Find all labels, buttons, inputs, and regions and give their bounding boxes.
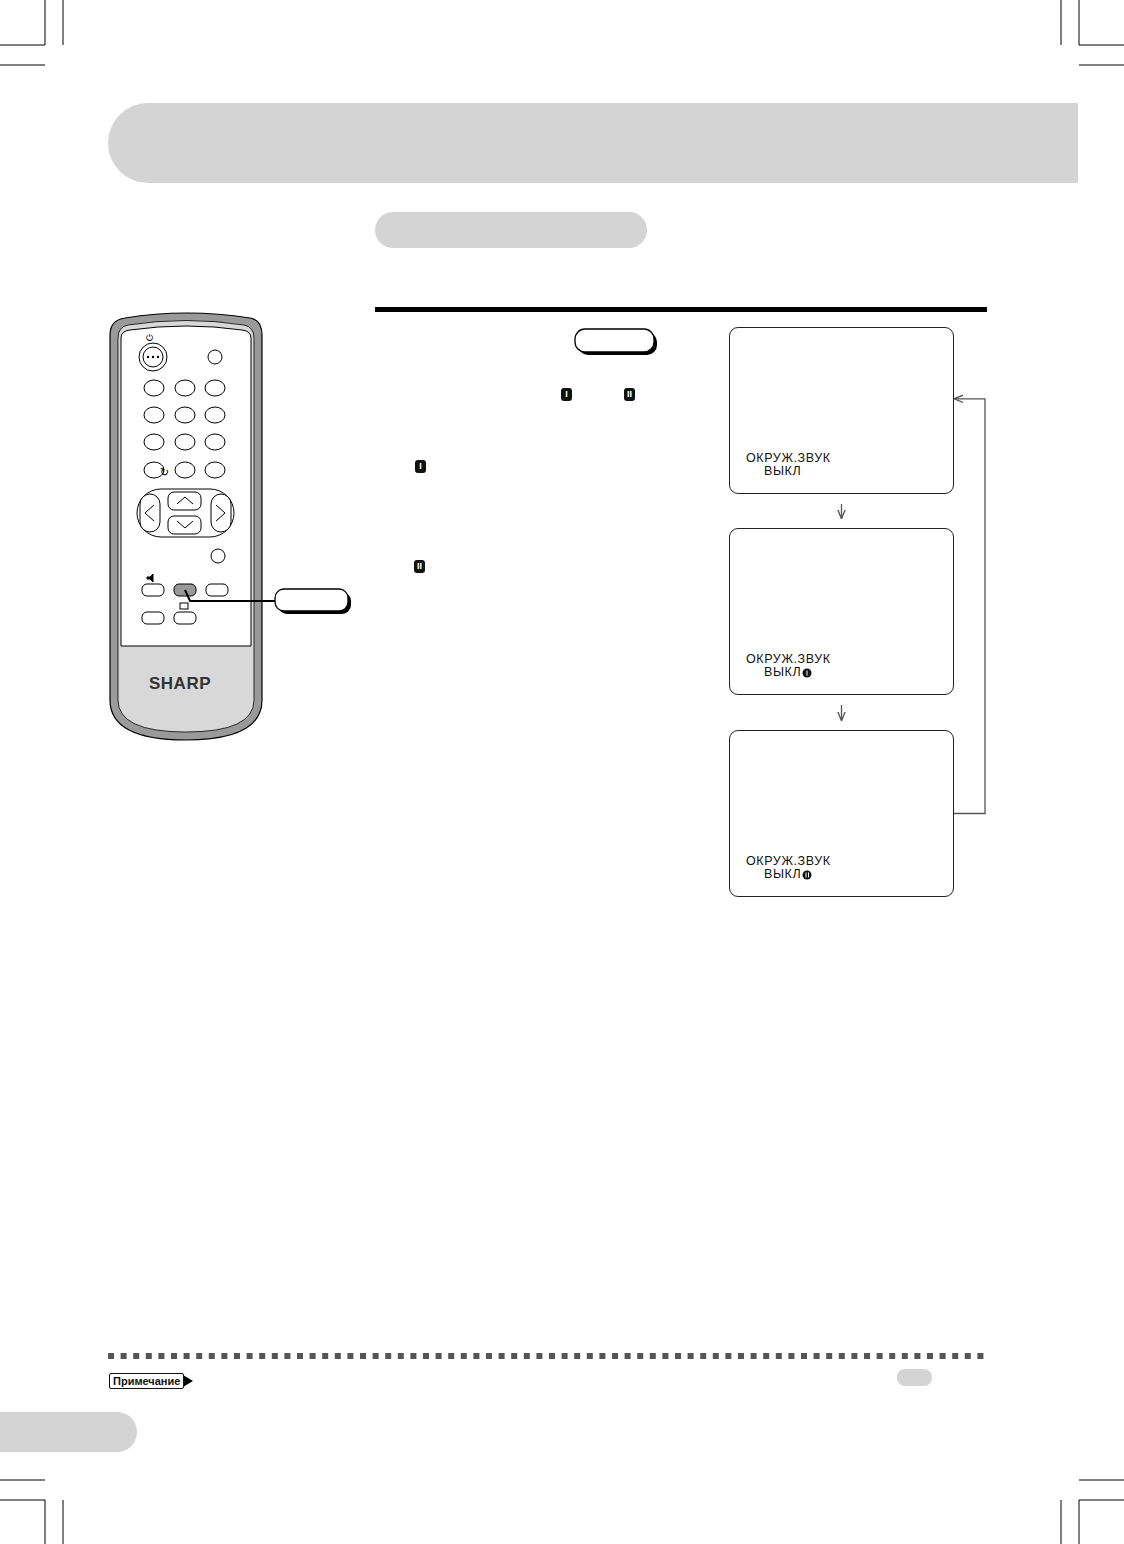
screen-display: ОКРУЖ.ЗВУКВЫКЛ [729,528,954,695]
subheader-pill [375,212,647,248]
mode-symbol: I [561,388,572,401]
mode-symbol: II [624,388,635,401]
screen-display: ОКРУЖ.ЗВУКВЫКЛ [729,730,954,897]
mode-symbol: II [414,560,425,573]
header-band [108,103,1078,183]
sound-mode-icon [802,668,812,678]
button-tag [575,329,654,352]
svg-text:↻: ↻ [160,466,169,479]
remote-control: ⏻ ↻ [110,313,262,740]
mode-symbol: I [415,460,426,473]
note-arrow [183,1375,193,1387]
menu-value: ВЫКЛ [764,464,801,478]
menu-label: ОКРУЖ.ЗВУК [746,652,831,666]
flow-arrow [954,399,985,814]
leader-line [185,590,275,601]
button-tag [275,589,348,611]
page-tab [0,1412,137,1452]
menu-value: ВЫКЛ [764,665,801,679]
brand-logo: SHARP [149,674,211,694]
menu-value: ВЫКЛ [764,867,801,881]
dotted-rule [108,1353,983,1359]
flow-arrow [841,504,842,518]
svg-text:⏻: ⏻ [146,333,153,343]
menu-label: ОКРУЖ.ЗВУК [746,854,831,868]
rule [375,307,987,312]
sound-mode-icon [802,870,812,880]
note-tag: Примечание [109,1373,184,1389]
screen-display: ОКРУЖ.ЗВУКВЫКЛ [729,327,954,494]
page-pill [897,1369,932,1386]
flow-arrow [841,705,842,720]
menu-label: ОКРУЖ.ЗВУК [746,451,831,465]
